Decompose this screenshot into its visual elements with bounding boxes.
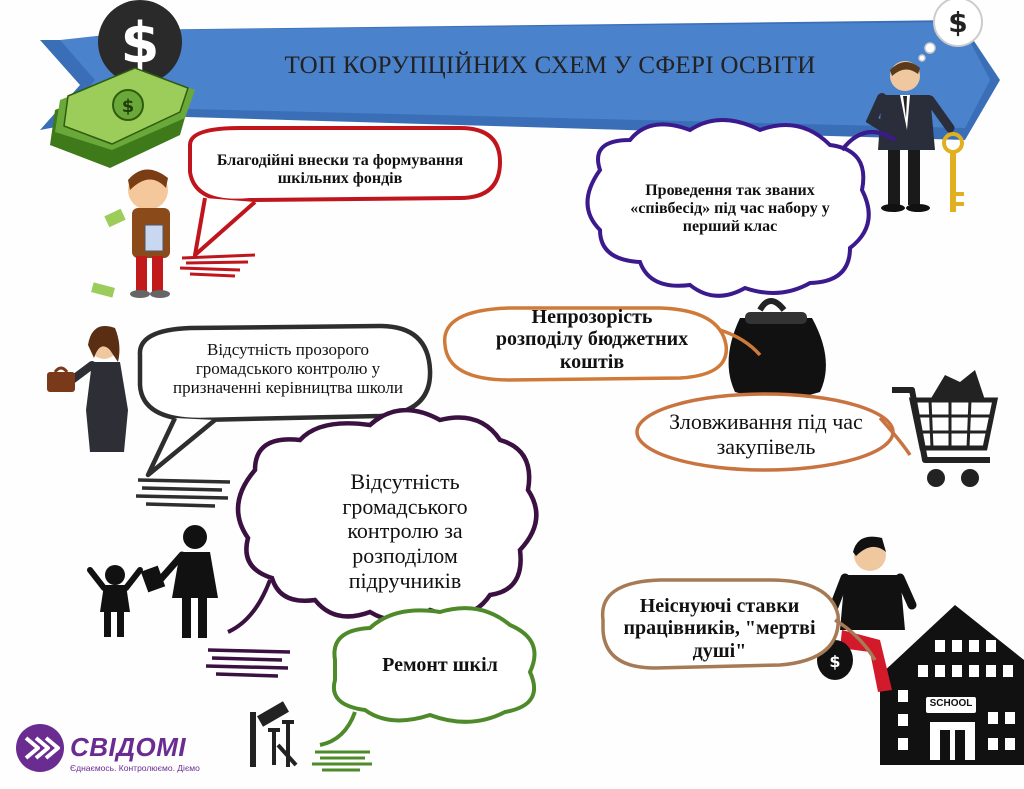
speech-bubble-donations bbox=[179, 126, 503, 278]
parent-and-child-figure bbox=[87, 525, 218, 638]
businesswoman-figure bbox=[47, 326, 128, 452]
logo-name: СВІДОМІ bbox=[70, 732, 187, 762]
scheme-text-dead-souls: Неіснуючі ставки працівників, "мертві ду… bbox=[623, 595, 816, 662]
scheme-text-repairs: Ремонт шкіл bbox=[382, 654, 498, 676]
cloud-bubble-repairs bbox=[312, 606, 537, 772]
shopping-cart-icon bbox=[892, 370, 999, 487]
svg-text:$: $ bbox=[122, 96, 135, 117]
dollar-bills-stack-icon: $ bbox=[50, 67, 195, 168]
logo-tagline: Єднаємось. Контролюємо. Діємо bbox=[70, 763, 200, 773]
key-icon bbox=[942, 132, 964, 212]
svg-text:$: $ bbox=[829, 652, 840, 671]
dollar-thought-bubble-icon: $ bbox=[918, 0, 983, 62]
school-sign: SCHOOL bbox=[929, 698, 973, 709]
speech-bubble-leadership bbox=[135, 323, 433, 508]
cloud-bubble-interviews bbox=[585, 118, 897, 298]
scheme-text-interviews: Проведення так званих «співбесід» під ча… bbox=[630, 182, 830, 235]
title-banner bbox=[40, 20, 1000, 140]
svg-text:$: $ bbox=[948, 6, 967, 39]
scheme-text-leadership: Відсутність прозорого громадського контр… bbox=[173, 340, 403, 398]
scheme-text-donations: Благодійні внески та формування шкільних… bbox=[216, 152, 464, 187]
scheme-text-procurement: Зловживання під час закупівель bbox=[669, 409, 863, 459]
speech-bubble-procurement bbox=[635, 392, 912, 472]
purse-icon bbox=[728, 298, 826, 399]
svidomi-logo-mark bbox=[16, 724, 64, 772]
scheme-text-budget: Непрозорість розподілу бюджетних коштів bbox=[495, 306, 689, 373]
school-building-icon bbox=[880, 605, 1024, 765]
svg-text:$: $ bbox=[121, 11, 160, 76]
boy-with-money-figure bbox=[91, 169, 170, 298]
dollar-coin-icon: $ bbox=[98, 0, 182, 84]
speech-bubble-budget bbox=[443, 306, 762, 382]
page-title: ТОП КОРУПЦІЙНИХ СХЕМ У СФЕРІ ОСВІТИ bbox=[284, 52, 816, 79]
hammer-and-nails-icon bbox=[250, 701, 298, 767]
businessman-with-key-figure bbox=[865, 61, 955, 212]
cloud-bubble-textbooks bbox=[205, 407, 539, 678]
speech-bubble-dead-souls bbox=[600, 578, 877, 670]
scheme-text-textbooks: Відсутність громадського контролю за роз… bbox=[342, 469, 468, 593]
